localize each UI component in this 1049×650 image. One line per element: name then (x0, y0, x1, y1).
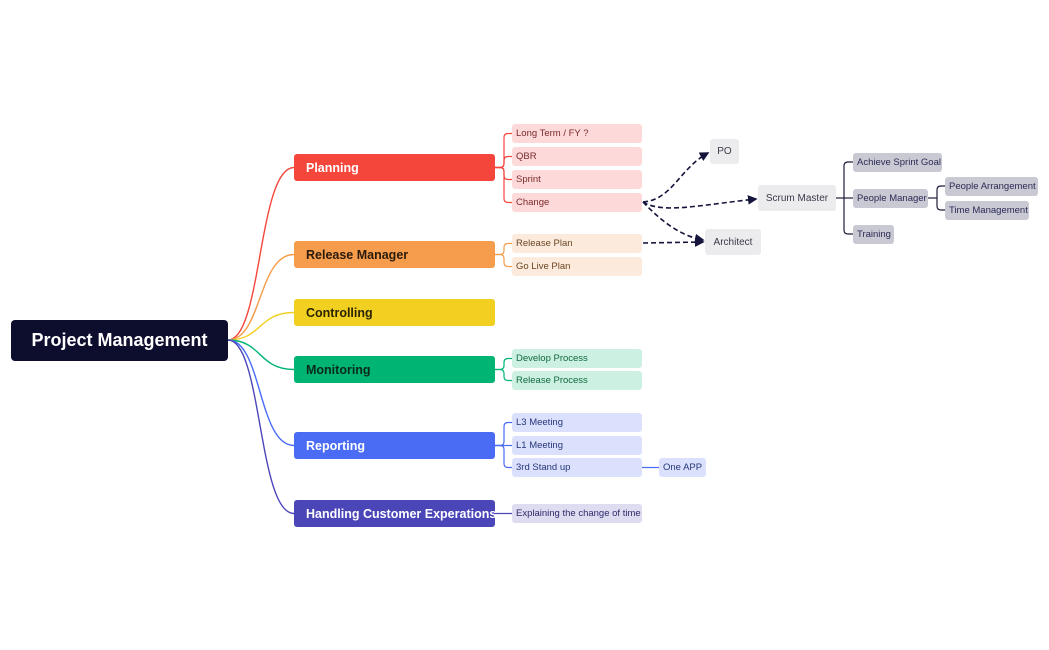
training-node[interactable]: Training (853, 225, 894, 244)
scrum-master-node[interactable]: Scrum Master (758, 185, 836, 211)
release-item-go-live-plan[interactable]: Go Live Plan (512, 257, 642, 276)
monitoring-item-release-process[interactable]: Release Process (512, 371, 642, 390)
planning-item-long-term[interactable]: Long Term / FY ? (512, 124, 642, 143)
planning-item-sprint[interactable]: Sprint (512, 170, 642, 189)
people-arrangement-node[interactable]: People Arrangement (945, 177, 1038, 196)
people-manager-node[interactable]: People Manager (853, 189, 928, 208)
branch-controlling[interactable]: Controlling (294, 299, 495, 326)
branch-reporting[interactable]: Reporting (294, 432, 495, 459)
time-management-node[interactable]: Time Management (945, 201, 1029, 220)
achieve-sprint-goal-node[interactable]: Achieve Sprint Goal (853, 153, 942, 172)
reporting-item-l1-meeting[interactable]: L1 Meeting (512, 436, 642, 455)
branch-planning[interactable]: Planning (294, 154, 495, 181)
po-node[interactable]: PO (710, 139, 739, 164)
one-app-node[interactable]: One APP (659, 458, 706, 477)
release-item-release-plan[interactable]: Release Plan (512, 234, 642, 253)
root-node[interactable]: Project Management (11, 320, 228, 361)
handling-item-explaining-change[interactable]: Explaining the change of time (512, 504, 642, 523)
branch-handling-customer[interactable]: Handling Customer Experations (294, 500, 495, 527)
architect-node[interactable]: Architect (705, 229, 761, 255)
monitoring-item-develop-process[interactable]: Develop Process (512, 349, 642, 368)
planning-item-qbr[interactable]: QBR (512, 147, 642, 166)
branch-monitoring[interactable]: Monitoring (294, 356, 495, 383)
branch-release-manager[interactable]: Release Manager (294, 241, 495, 268)
reporting-item-l3-meeting[interactable]: L3 Meeting (512, 413, 642, 432)
reporting-item-3rd-standup[interactable]: 3rd Stand up (512, 458, 642, 477)
planning-item-change[interactable]: Change (512, 193, 642, 212)
